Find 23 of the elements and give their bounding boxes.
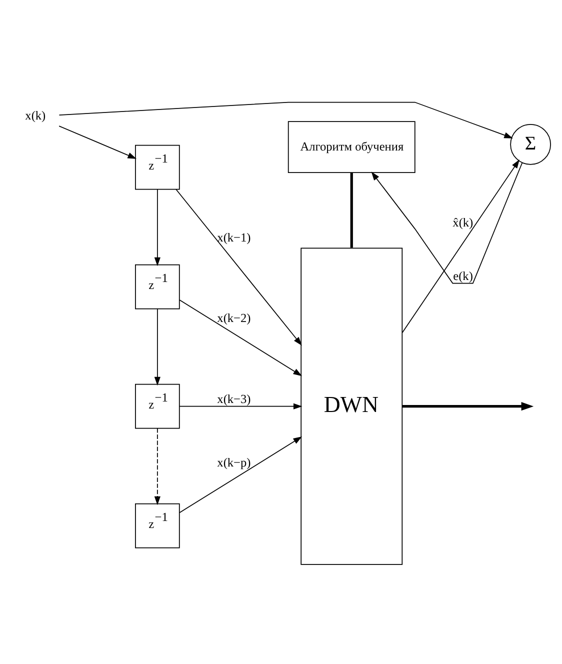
arrow [58,101,513,138]
arrow [176,188,302,346]
connector [350,172,353,248]
arrow [402,402,534,410]
edge-label: x(k−p) [217,454,251,469]
edge-label: x(k−2) [217,310,251,325]
node-circle: Σ [510,124,551,164]
arrow [179,299,302,376]
node-box: DWN [300,247,403,564]
edge-label: e(k) [453,268,473,282]
node-text: x(k) [25,108,46,122]
edge-label: x̂(k) [452,214,474,229]
arrow [402,159,520,333]
arrow [179,402,302,409]
arrow [58,125,137,158]
arrow [154,427,161,505]
arrow [371,162,523,284]
arrow [154,188,161,266]
edge-label: x(k−3) [217,391,251,406]
node-box: Алгоритм обучения [288,120,416,172]
edge-label: x(k−1) [217,230,251,244]
arrow [179,436,302,513]
arrow [154,308,161,386]
